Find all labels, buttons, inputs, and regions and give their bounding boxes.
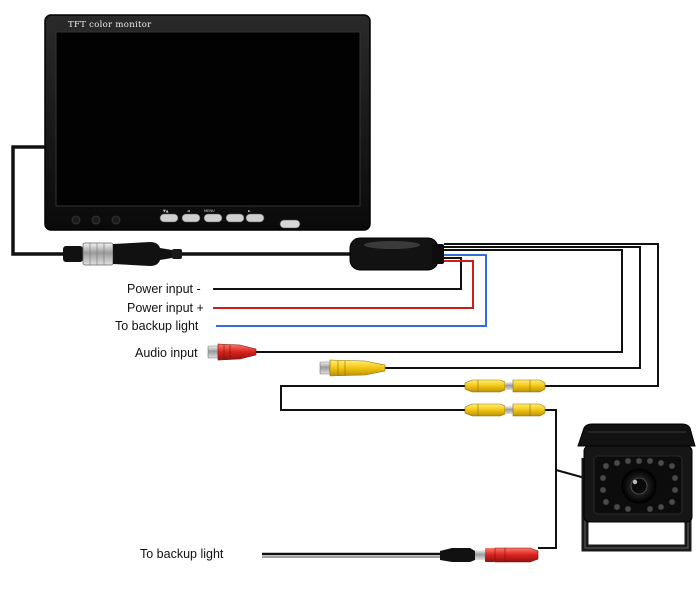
panel-dot-1 bbox=[71, 215, 81, 225]
monitor-button-5[interactable] bbox=[245, 213, 265, 223]
junction-box-highlight bbox=[364, 241, 420, 249]
wire-backup-light-blue bbox=[216, 254, 487, 327]
label-power-input-minus: Power input - bbox=[127, 282, 201, 296]
camera-visor bbox=[577, 423, 696, 447]
label-power-input-plus: Power input + bbox=[127, 301, 204, 315]
monitor-title: TFT color monitor bbox=[68, 20, 152, 30]
connector-strain-relief bbox=[172, 249, 182, 259]
wire-video bbox=[385, 246, 641, 369]
connector-plug-end bbox=[63, 246, 83, 262]
button-caption-right: ► bbox=[248, 209, 251, 213]
wire-extension-left bbox=[280, 385, 465, 411]
wire-audio bbox=[256, 249, 623, 353]
monitor-button-1[interactable] bbox=[159, 213, 179, 223]
four-pin-connector bbox=[63, 242, 182, 266]
backup-camera bbox=[577, 423, 696, 552]
monitor-power-button[interactable] bbox=[279, 219, 301, 229]
wire-camera bbox=[538, 409, 557, 549]
label-backup-light-top: To backup light bbox=[115, 319, 199, 333]
button-caption-menu: MENU bbox=[204, 209, 215, 213]
rca-pair-lower bbox=[464, 403, 546, 417]
monitor-cable bbox=[11, 145, 63, 256]
tft-monitor: TFT color monitor ▼▲ ◄ MENU ► bbox=[44, 14, 371, 231]
rca-pair-upper bbox=[464, 379, 546, 393]
button-caption-left: ◄ bbox=[187, 209, 190, 213]
junction-box-boot bbox=[432, 244, 444, 264]
camera-ir-leds bbox=[599, 457, 679, 513]
connector-body bbox=[113, 242, 172, 266]
wire-power-minus bbox=[213, 257, 462, 290]
button-caption-updown: ▼▲ bbox=[163, 209, 169, 213]
junction-box bbox=[349, 237, 444, 271]
panel-dot-2 bbox=[91, 215, 101, 225]
label-backup-light-bottom: To backup light bbox=[140, 547, 224, 561]
monitor-button-3[interactable] bbox=[203, 213, 223, 223]
audio-rca-connector bbox=[207, 343, 257, 361]
monitor-screen bbox=[55, 31, 361, 207]
panel-dot-3 bbox=[111, 215, 121, 225]
wire-extension-loop bbox=[444, 243, 659, 387]
video-rca-connector bbox=[319, 359, 386, 377]
monitor-button-4[interactable] bbox=[225, 213, 245, 223]
wire-camera-power bbox=[555, 469, 586, 479]
connector-metal-ring bbox=[82, 242, 114, 266]
backup-power-connector bbox=[440, 547, 539, 563]
label-audio-input: Audio input bbox=[135, 346, 198, 360]
monitor-button-2[interactable] bbox=[181, 213, 201, 223]
wire-power-plus bbox=[213, 260, 474, 309]
